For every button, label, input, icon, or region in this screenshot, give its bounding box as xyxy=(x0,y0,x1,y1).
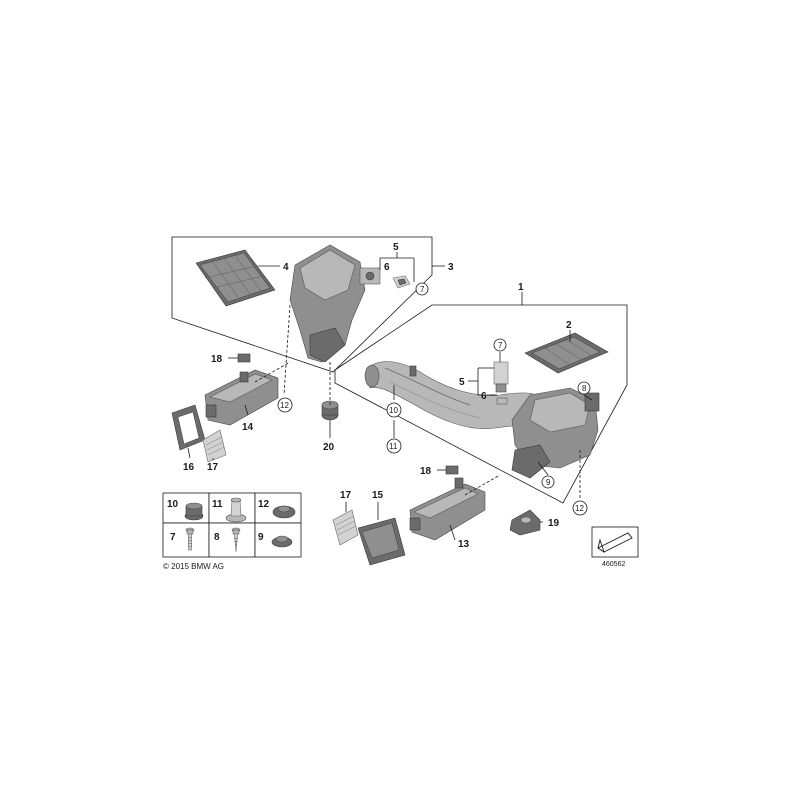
callout-5-upper: 5 xyxy=(393,242,399,253)
callout-7-upper: 7 xyxy=(420,285,425,294)
callout-12-right-circle xyxy=(572,500,588,516)
direction-arrow-icon xyxy=(597,532,633,554)
clip-6 xyxy=(496,397,508,405)
direction-arrow-box xyxy=(591,526,639,558)
legend-grid: 10 11 12 7 8 xyxy=(162,492,302,558)
callout-12-right: 12 xyxy=(575,504,584,513)
callout-15: 15 xyxy=(372,490,384,501)
callout-3: 3 xyxy=(448,262,454,273)
air-filter-element-2 xyxy=(524,332,609,374)
callout-6-upper: 6 xyxy=(384,262,390,273)
sensor-clip-6 xyxy=(392,275,411,289)
legend-label-9: 9 xyxy=(258,532,264,543)
rubber-bushing-icon xyxy=(184,502,204,521)
callout-9-circle xyxy=(541,475,555,489)
callout-17-left: 17 xyxy=(207,462,219,473)
leader-lines xyxy=(187,252,593,541)
callout-14: 14 xyxy=(242,422,254,433)
grommet-20 xyxy=(321,400,339,421)
rubber-grommet-icon xyxy=(272,505,296,519)
sensor-7 xyxy=(493,361,509,393)
callout-7-right-circle xyxy=(493,338,507,352)
callout-18-lower: 18 xyxy=(420,466,432,477)
callout-7-right: 7 xyxy=(498,341,503,350)
assembly-1-outline xyxy=(334,304,628,504)
callout-9: 9 xyxy=(546,478,551,487)
mesh-grille-17 xyxy=(202,429,227,463)
legend-label-11: 11 xyxy=(212,499,223,510)
callout-11-circle xyxy=(386,438,402,454)
callout-7-upper-circle xyxy=(415,282,429,296)
callout-10: 10 xyxy=(389,406,398,415)
callout-1: 1 xyxy=(518,282,524,293)
callout-6-right: 6 xyxy=(481,391,487,402)
callout-12-left-circle xyxy=(277,397,293,413)
rubber-pad-18 xyxy=(237,353,251,363)
callout-8: 8 xyxy=(582,384,587,393)
air-filter-element-4 xyxy=(195,249,276,307)
diagram-number: 460562 xyxy=(602,561,625,568)
legend-label-7: 7 xyxy=(170,532,176,543)
callout-11: 11 xyxy=(389,442,398,451)
mesh-grille-17-lower xyxy=(332,509,359,546)
seal-frame-16 xyxy=(171,404,206,451)
callout-2: 2 xyxy=(566,320,572,331)
copyright-text: © 2015 BMW AG xyxy=(163,562,224,571)
callout-18-upper: 18 xyxy=(211,354,223,365)
legend-label-10: 10 xyxy=(167,499,179,510)
callout-5-right: 5 xyxy=(459,377,465,388)
callout-10-circle xyxy=(386,402,402,418)
callout-19: 19 xyxy=(548,518,560,529)
callout-20: 20 xyxy=(323,442,335,453)
resonator-13 xyxy=(409,477,486,541)
callout-13: 13 xyxy=(458,539,470,550)
grommet-icon xyxy=(271,535,293,548)
expanding-rivet-icon xyxy=(225,497,247,523)
callout-8-circle xyxy=(577,381,591,395)
bolt-icon xyxy=(185,527,195,551)
callout-4: 4 xyxy=(283,262,289,273)
rubber-pad-18-lower xyxy=(445,465,459,475)
callout-16: 16 xyxy=(183,462,195,473)
callout-12-left: 12 xyxy=(280,401,289,410)
intake-silencer-upper xyxy=(289,244,381,363)
resonator-14 xyxy=(204,369,279,426)
legend-label-12: 12 xyxy=(258,499,270,510)
dashed-attachment-lines xyxy=(254,304,581,500)
bracket-19 xyxy=(509,509,541,536)
seal-frame-15 xyxy=(357,517,406,566)
callout-17-lower: 17 xyxy=(340,490,352,501)
legend-label-8: 8 xyxy=(214,532,220,543)
assembly-3-outline xyxy=(171,236,433,373)
intake-silencer-lower xyxy=(511,387,600,479)
callout-labels: 1 2 3 4 5 6 7 7 5 6 8 9 10 11 12 12 13 1… xyxy=(183,242,591,550)
screw-icon xyxy=(231,527,241,553)
